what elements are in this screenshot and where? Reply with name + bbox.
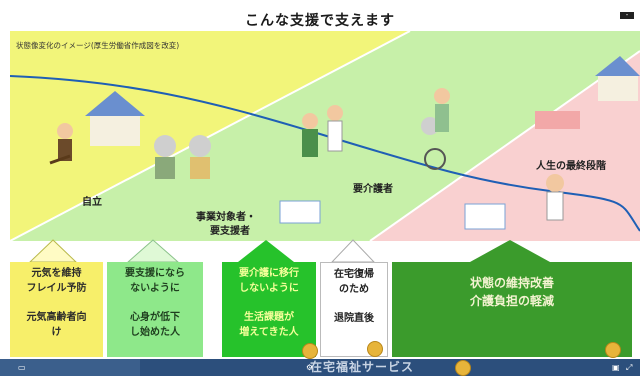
label-independent: 自立 (82, 197, 102, 208)
fullscreen-icon[interactable]: ⤢ (626, 363, 633, 372)
window-button[interactable]: - (620, 12, 634, 19)
bed-figure (535, 111, 580, 129)
label-support: 要支援者 (210, 226, 250, 237)
support-box-5: 状態の維持改善 介護負担の軽減 (392, 262, 632, 357)
diagram-subtitle: 状態像変化のイメージ(厚生労働省作成図を改変) (16, 41, 180, 50)
support-box-3: 要介護に移行 しないように 生活課題が 増えてきた人 (222, 262, 316, 357)
support-box-4-bottom: 退院直後 (334, 313, 374, 324)
arrow-row (28, 239, 550, 263)
wheelchair-figure (421, 88, 450, 170)
arrow-5 (470, 240, 550, 262)
bottom-bar-title: 在宅福祉サービス (310, 360, 415, 374)
house-1 (85, 91, 145, 146)
label-care: 要介護者 (353, 184, 393, 195)
arrow-1 (28, 239, 78, 263)
walker-figures (302, 105, 343, 157)
smiley-icon (302, 343, 318, 359)
bottom-bar-left (0, 359, 140, 376)
support-box-1-top: 元気を維持 フレイル予防 (26, 268, 87, 294)
arrow-2 (126, 239, 180, 263)
support-box-2: 要支援になら ないように 心身が低下 し始めた人 (107, 262, 203, 357)
support-box-3-bottom: 生活課題が 増えてきた人 (239, 312, 299, 338)
hospital-1 (279, 200, 321, 224)
label-business: 事業対象者・ (196, 212, 256, 223)
settings-icon[interactable]: ⚙ (306, 363, 314, 372)
decline-curve (10, 75, 640, 232)
support-box-2-top: 要支援になら ないように (125, 268, 185, 294)
smiley-icon (605, 342, 621, 358)
support-box-1: 元気を維持 フレイル予防 元気高齢者向 け (10, 262, 103, 357)
support-box-5-top: 状態の維持改善 介護負担の軽減 (469, 276, 554, 308)
bottom-bar: 在宅福祉サービス (0, 359, 640, 376)
elderly-couple (154, 135, 211, 179)
support-box-3-top: 要介護に移行 しないように (239, 268, 299, 294)
house-2 (595, 56, 640, 101)
smiley-icon (455, 360, 471, 376)
stage-diagram (10, 31, 640, 241)
smiley-icon (367, 341, 383, 357)
subtitle-icon[interactable]: ▭ (18, 363, 26, 372)
arrow-3 (238, 240, 294, 262)
support-box-2-bottom: 心身が低下 し始めた人 (130, 312, 180, 338)
page-title: こんな支援で支えます (245, 13, 395, 29)
miniplayer-icon[interactable]: ▣ (612, 363, 620, 372)
farmer-figure (49, 123, 73, 165)
support-box-4-top: 在宅復帰 のため (334, 269, 374, 295)
hospital-2 (464, 203, 506, 230)
doctor-figure (546, 174, 564, 221)
arrow-4 (330, 239, 376, 263)
label-final: 人生の最終段階 (536, 161, 606, 172)
support-box-1-bottom: 元気高齢者向 け (26, 312, 87, 338)
